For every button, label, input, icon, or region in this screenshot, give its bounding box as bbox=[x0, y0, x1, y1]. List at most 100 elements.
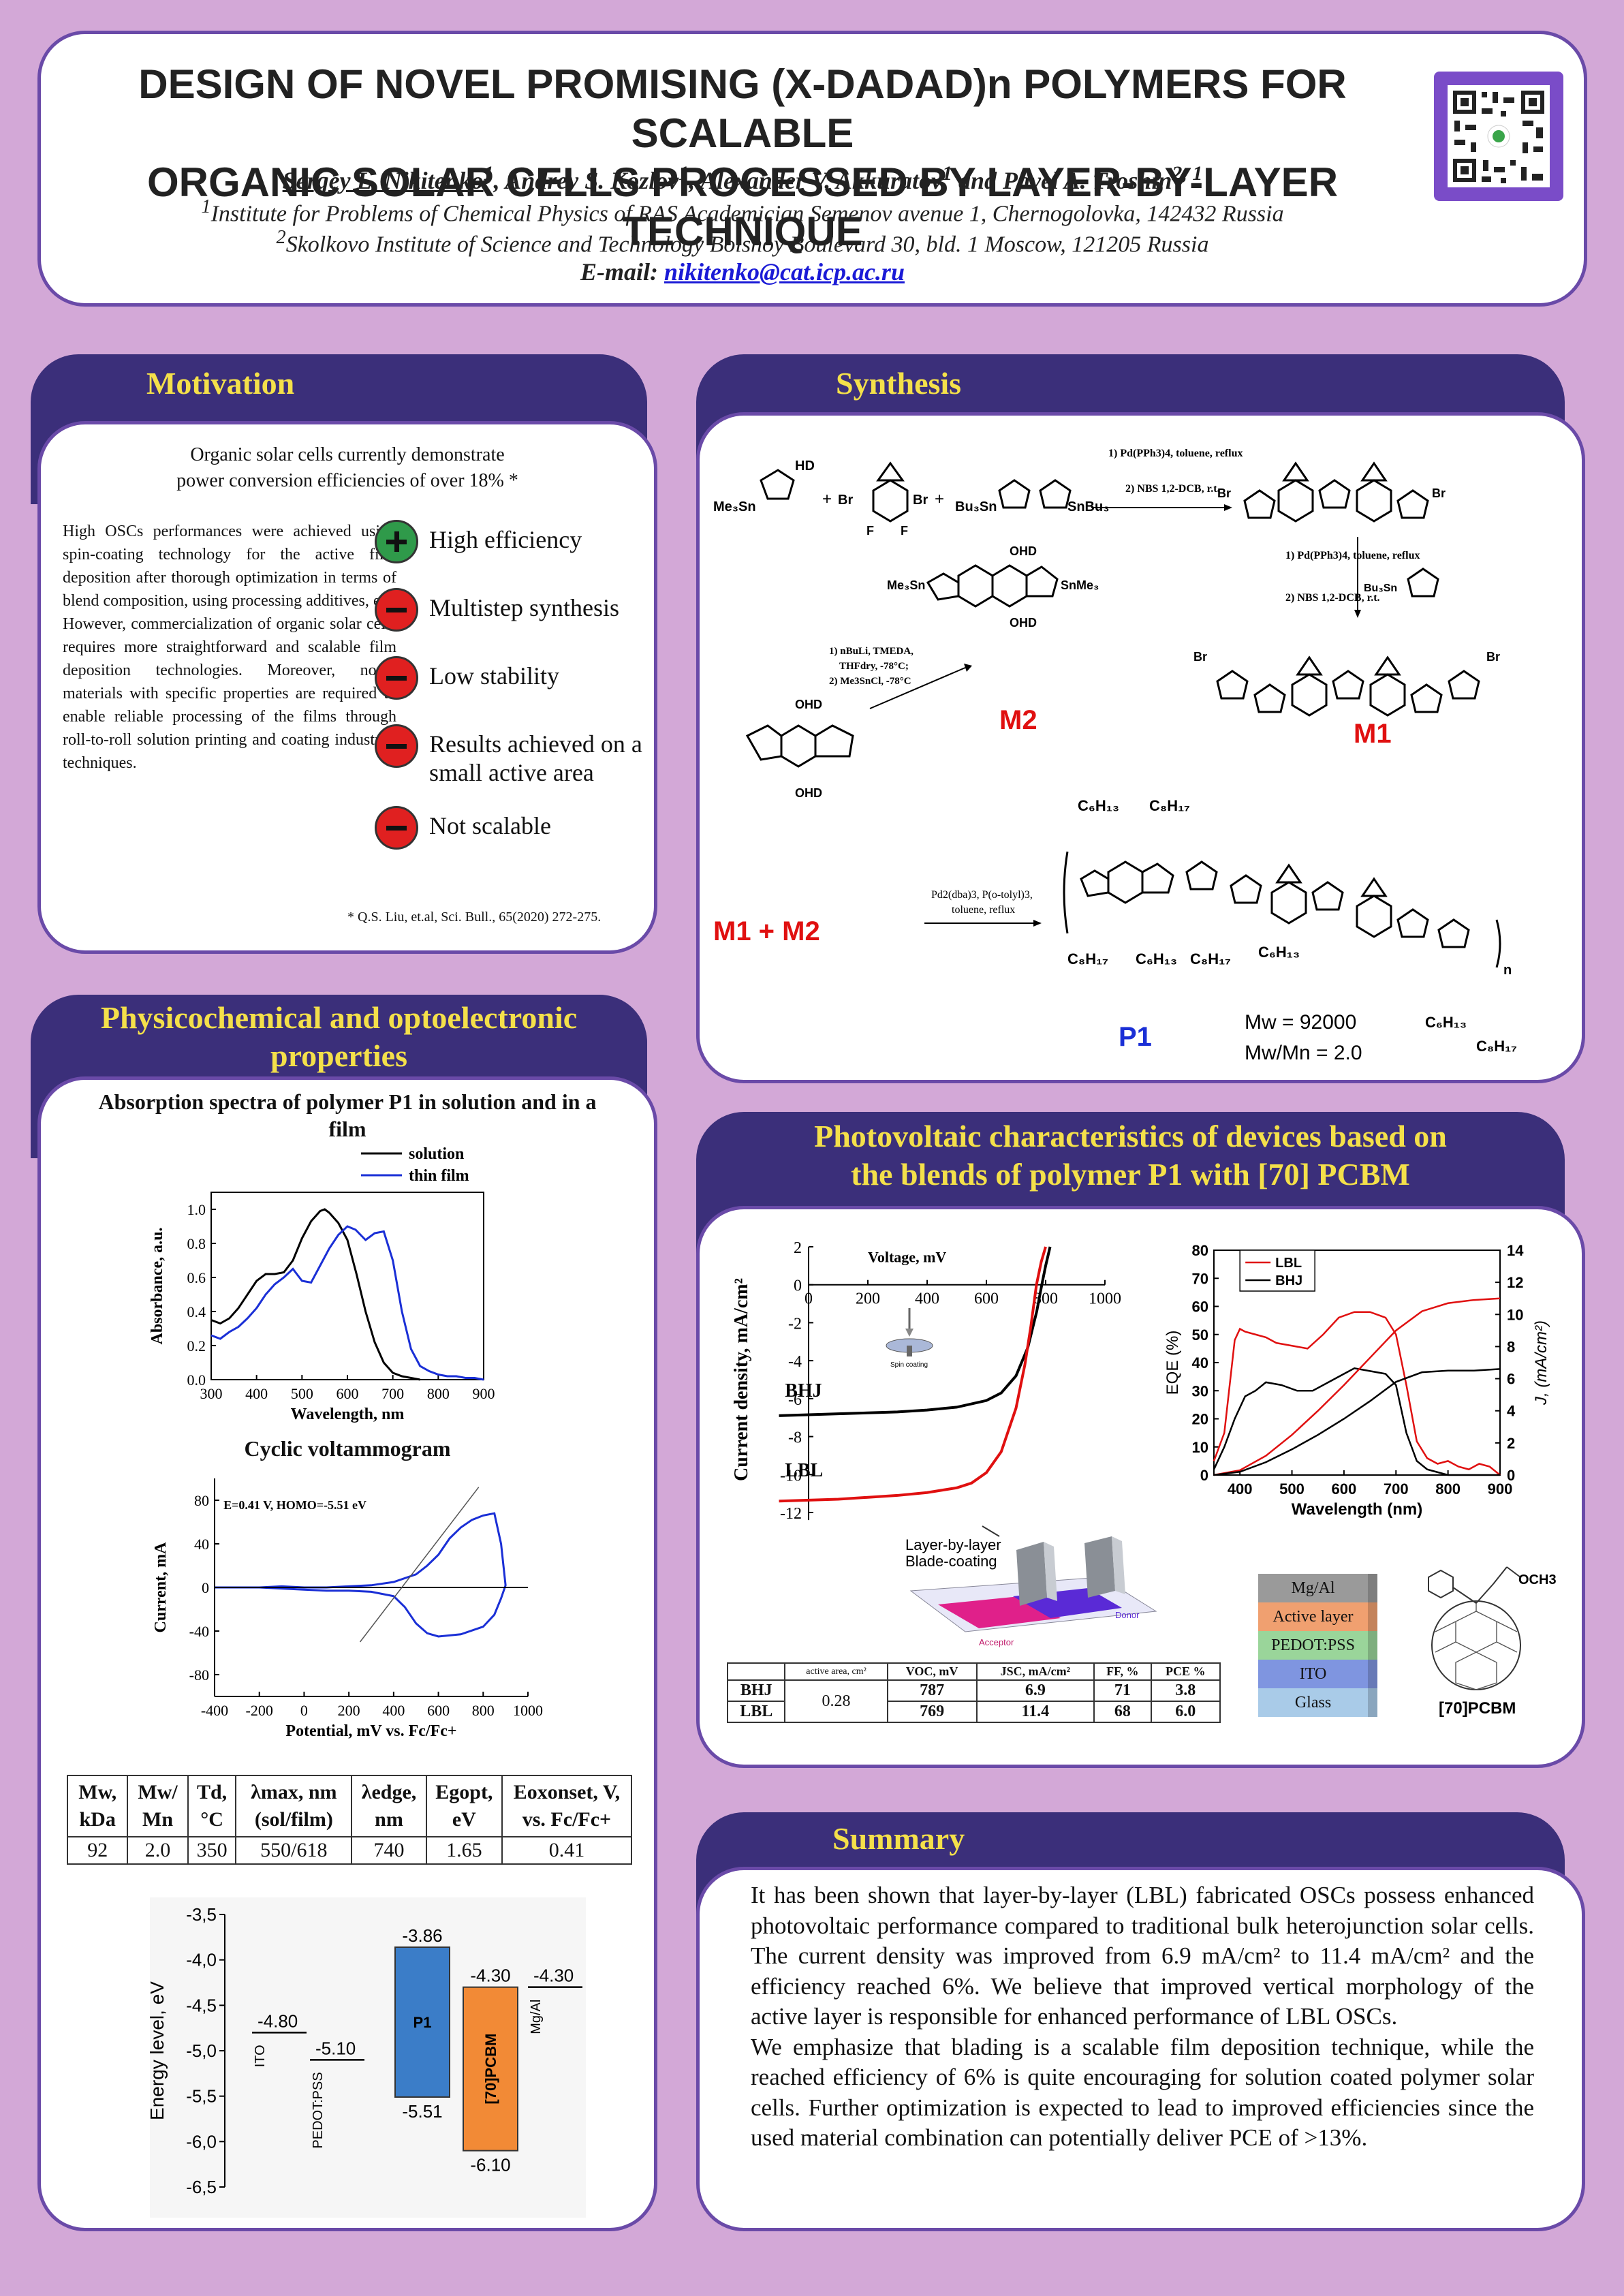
y-axis-label: EQE (%) bbox=[1164, 1331, 1182, 1395]
x-tick-label: 600 bbox=[427, 1702, 450, 1719]
sup: 2 bbox=[276, 227, 286, 248]
cond-3b: THFdry, -78°C; bbox=[839, 661, 909, 672]
precursor-bdt bbox=[745, 724, 854, 768]
level-label: -4.30 bbox=[533, 1966, 574, 1986]
x-tick-label: 500 bbox=[291, 1385, 313, 1402]
physico-table-value-cell: 350 bbox=[187, 1836, 237, 1865]
svg-text:OHD: OHD bbox=[1010, 544, 1037, 558]
blade-coating-illustration: Layer-by-layer Blade-coating Acceptor Do… bbox=[905, 1525, 1157, 1647]
svg-text:Me₃Sn: Me₃Sn bbox=[887, 578, 925, 592]
y-tick-label: -2 bbox=[788, 1315, 802, 1333]
svg-text:Bu₃Sn: Bu₃Sn bbox=[955, 499, 997, 514]
y-tick-label: 0 bbox=[202, 1579, 209, 1596]
level-name: P1 bbox=[413, 2014, 432, 2031]
pv-cell: 3.8 bbox=[1150, 1679, 1221, 1702]
x-axis-label: Potential, mV vs. Fc/Fc+ bbox=[285, 1722, 456, 1740]
y-tick-label: -5,0 bbox=[186, 2041, 217, 2061]
x-tick-label: 800 bbox=[427, 1385, 450, 1402]
x-tick-label: 200 bbox=[856, 1290, 880, 1308]
sup: 1 bbox=[678, 162, 689, 185]
svg-text:C₆H₁₃: C₆H₁₃ bbox=[1425, 1014, 1467, 1031]
cond-4a: Pd2(dba)3, P(o-tolyl)3, bbox=[931, 889, 1033, 901]
y-tick-label: 80 bbox=[1192, 1242, 1208, 1259]
y-tick-label: 2 bbox=[794, 1239, 802, 1257]
pv-row-bhj: BHJ 0.28 787 6.9 71 3.8 bbox=[726, 1679, 1221, 1723]
cond-2: 1) Pd(PPh3)4, toluene, reflux bbox=[1285, 550, 1420, 561]
physico-table-header-cell: Eoxonset, V, vs. Fc/Fc+ bbox=[501, 1775, 633, 1837]
legend-label: LBL bbox=[1275, 1256, 1302, 1271]
level-name: PEDOT:PSS bbox=[311, 2072, 326, 2148]
synthesis-title: Synthesis bbox=[836, 366, 962, 401]
absorption-title: Absorption spectra of polymer P1 in solu… bbox=[98, 1089, 597, 1141]
x-tick-label: 0 bbox=[300, 1702, 308, 1719]
physico-title: Physicochemical and optoelectronic prope… bbox=[31, 999, 647, 1075]
spin-coating-label: Spin coating bbox=[890, 1361, 928, 1369]
y-tick-label: 10 bbox=[1192, 1439, 1208, 1456]
y2-tick-label: 12 bbox=[1507, 1274, 1523, 1291]
synthesis-scheme: Me₃Sn HD + Br Br F F + Bu₃Sn SnBu₃ 1) Pd… bbox=[713, 448, 1517, 1064]
svg-text:SnBu₃: SnBu₃ bbox=[1067, 499, 1109, 514]
motivation-item-text: Low stability bbox=[429, 662, 559, 689]
reactant-bithiophene bbox=[998, 479, 1072, 509]
svg-text:Br: Br bbox=[1486, 650, 1500, 664]
x-tick-label: 400 bbox=[1228, 1480, 1253, 1498]
cond-1b: 2) NBS 1,2-DCB, r.t. bbox=[1125, 483, 1220, 495]
y-tick-label: -4 bbox=[788, 1353, 802, 1371]
physico-table-header-cell: Mw, kDa bbox=[66, 1775, 129, 1837]
pv-cell: 787 bbox=[886, 1679, 978, 1702]
stack-layer: Active layer bbox=[1258, 1602, 1377, 1631]
label-m2: M2 bbox=[999, 705, 1037, 735]
pv-table-header: active area, cm² VOC, mV JSC, mA/cm² FF,… bbox=[726, 1662, 1221, 1681]
x-tick-label: 700 bbox=[1384, 1480, 1409, 1498]
email-label: E-mail: bbox=[580, 258, 665, 285]
svg-text:F: F bbox=[901, 524, 908, 538]
cond-2b: 2) NBS 1,2-DCB, r.t. bbox=[1285, 592, 1380, 604]
monomer-m1 bbox=[1216, 655, 1480, 717]
sup: 1 bbox=[201, 196, 211, 217]
legend-label: BHJ bbox=[1275, 1273, 1302, 1288]
pcbm-label: [70]PCBM bbox=[1439, 1699, 1516, 1718]
pv-title-2: the blends of polymer P1 with [70] PCBM bbox=[851, 1157, 1410, 1192]
affiliation-2: 2Skolkovo Institute of Science and Techn… bbox=[41, 227, 1444, 258]
minus-icon bbox=[375, 588, 418, 632]
author-4: and Pavel A. Troshin bbox=[952, 167, 1172, 194]
x-axis-label: Wavelength, nm bbox=[291, 1406, 405, 1423]
pv-cell: 6.0 bbox=[1150, 1701, 1221, 1723]
legend-label: thin film bbox=[409, 1167, 469, 1185]
cond-1: 1) Pd(PPh3)4, toluene, reflux bbox=[1108, 448, 1243, 459]
series-line bbox=[1213, 1367, 1500, 1476]
minus-icon bbox=[375, 724, 418, 768]
svg-text:C₆H₁₃: C₆H₁₃ bbox=[1078, 797, 1119, 814]
pcbm-ester-label: OCH3 bbox=[1518, 1572, 1557, 1587]
spin-coating-illustration: Spin coating bbox=[870, 1308, 945, 1369]
sup: 1 bbox=[942, 162, 952, 185]
x-tick-label: -200 bbox=[246, 1702, 273, 1719]
pv-th-jsc: JSC, mA/cm² bbox=[975, 1662, 1095, 1681]
x-tick-label: 400 bbox=[245, 1385, 268, 1402]
x-tick-label: 900 bbox=[473, 1385, 495, 1402]
plus-icon bbox=[375, 520, 418, 563]
level-top-label: -4.30 bbox=[470, 1966, 510, 1986]
qr-code-icon[interactable] bbox=[1434, 72, 1563, 201]
legend-box bbox=[1239, 1250, 1315, 1292]
affiliation-2-text: Skolkovo Institute of Science and Techno… bbox=[285, 232, 1209, 258]
svg-text:Br: Br bbox=[838, 493, 853, 508]
onset-tangent bbox=[359, 1487, 480, 1643]
y-tick-label: -12 bbox=[780, 1505, 802, 1523]
email-link[interactable]: nikitenko@cat.icp.ac.ru bbox=[664, 258, 905, 285]
svg-text:C₈H₁₇: C₈H₁₇ bbox=[1190, 950, 1231, 967]
summary-text: It has been shown that layer-by-layer (L… bbox=[751, 1880, 1534, 2154]
y-tick-label: -80 bbox=[189, 1666, 209, 1684]
pv-th-name bbox=[726, 1662, 786, 1681]
svg-text:OHD: OHD bbox=[795, 698, 822, 711]
level-bar bbox=[463, 1986, 518, 2152]
svg-text:F: F bbox=[866, 524, 874, 538]
physico-title-2: properties bbox=[270, 1038, 407, 1073]
y-tick-label: 0.6 bbox=[187, 1269, 206, 1286]
physico-table-value-cell: 1.65 bbox=[425, 1836, 503, 1865]
